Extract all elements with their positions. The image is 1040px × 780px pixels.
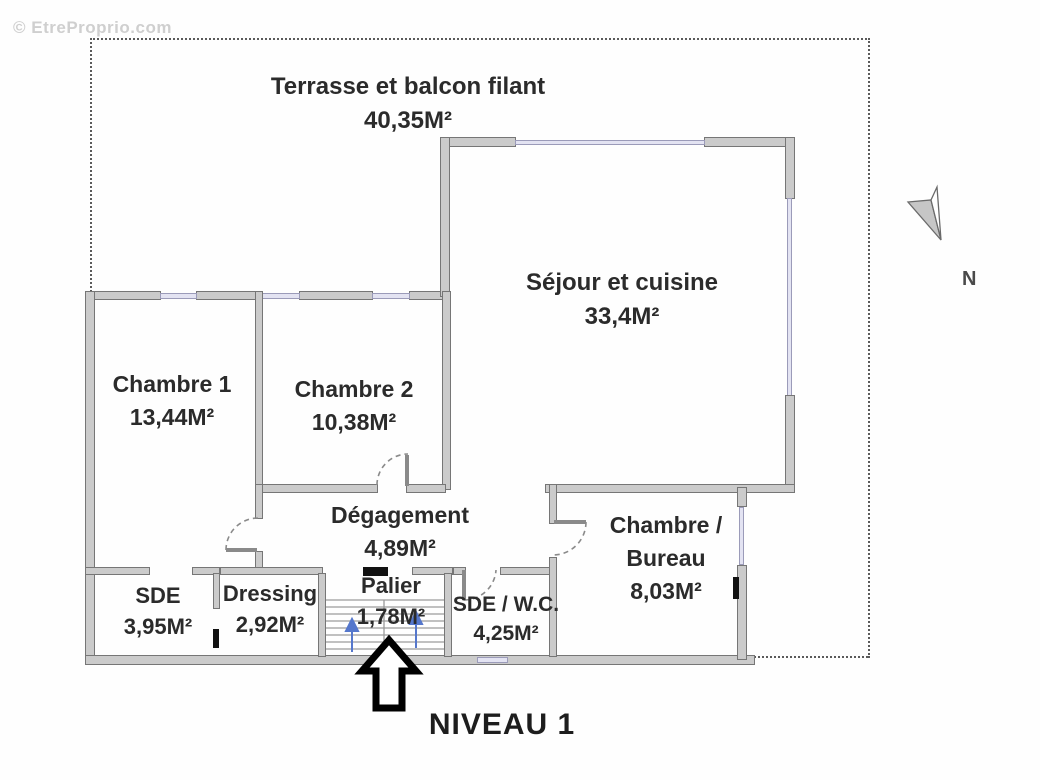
north-label: N <box>962 268 977 290</box>
room-label-terrasse: Terrasse et balcon filant 40,35M² <box>271 70 545 138</box>
room-label-sde-wc: SDE / W.C. 4,25M² <box>453 590 559 648</box>
interior-wall <box>545 484 795 493</box>
room-name: Séjour et cuisine <box>525 269 719 296</box>
room-area: 8,03M² <box>630 578 702 604</box>
window-segment <box>739 507 744 565</box>
room-name: SDE / W.C. <box>452 593 560 616</box>
room-area: 3,95M² <box>123 614 193 639</box>
interior-wall <box>318 573 326 657</box>
door-leaf <box>405 455 409 486</box>
room-area: 13,44M² <box>129 404 215 430</box>
exterior-wall <box>85 655 755 665</box>
door-swing-arc <box>376 453 409 486</box>
door-leaf-mark <box>213 629 219 648</box>
interior-wall <box>406 484 446 493</box>
terrace-boundary-top <box>90 38 870 40</box>
terrace-boundary-bottom <box>750 656 868 658</box>
room-area: 10,38M² <box>311 409 397 435</box>
interior-wall <box>192 567 220 575</box>
room-area: 2,92M² <box>235 612 305 637</box>
level-title: NIVEAU 1 <box>428 708 576 741</box>
room-label-chambre1: Chambre 1 13,44M² <box>113 368 232 434</box>
interior-wall <box>412 567 453 575</box>
room-label-sde: SDE 3,95M² <box>124 580 192 642</box>
exterior-wall <box>737 487 747 507</box>
stair-edge-bar <box>363 567 388 576</box>
door-swing-arc <box>552 521 587 556</box>
window-segment <box>160 293 197 299</box>
room-name: Palier <box>361 573 421 598</box>
interior-wall <box>220 567 323 575</box>
watermark-text: © EtreProprio.com <box>13 18 172 37</box>
door-swing-arc <box>225 517 259 551</box>
interior-wall <box>444 573 452 657</box>
terrace-boundary-left <box>90 38 92 292</box>
room-label-degagement: Dégagement 4,89M² <box>331 499 469 565</box>
stair-direction-arrow-icon <box>408 609 424 648</box>
room-name: Chambre 2 <box>294 376 414 402</box>
terrace-boundary-right <box>868 38 870 658</box>
window-segment <box>515 140 705 145</box>
door-leaf <box>226 548 257 552</box>
stair-direction-arrow-icon <box>344 616 360 652</box>
interior-wall <box>255 484 263 519</box>
room-name: SDE <box>135 583 181 608</box>
room-area: 33,4M² <box>584 303 660 330</box>
door-leaf-mark <box>733 577 739 599</box>
room-label-sejour: Séjour et cuisine 33,4M² <box>526 266 718 334</box>
room-label-chambre2: Chambre 2 10,38M² <box>295 373 414 439</box>
room-name: Chambre 1 <box>112 371 232 397</box>
window-segment <box>477 657 508 663</box>
north-arrow-icon <box>906 184 942 241</box>
exterior-wall <box>737 565 747 660</box>
window-segment <box>372 293 410 299</box>
room-name: Dressing <box>222 581 318 606</box>
room-label-chambre-bureau: Chambre / Bureau 8,03M² <box>610 509 722 608</box>
interior-wall <box>549 557 557 657</box>
interior-wall <box>549 484 557 524</box>
door-leaf <box>554 520 586 524</box>
room-name: Dégagement <box>330 502 470 528</box>
interior-wall <box>213 573 220 609</box>
room-name: Chambre / <box>609 512 723 538</box>
room-area: 4,25M² <box>473 622 539 645</box>
room-name: Bureau <box>626 545 706 571</box>
room-label-dressing: Dressing 2,92M² <box>223 578 317 640</box>
door-leaf <box>462 570 466 600</box>
room-area: 40,35M² <box>363 107 453 134</box>
entrance-arrow-icon <box>354 634 424 712</box>
room-area: 4,89M² <box>364 535 436 561</box>
room-name: Terrasse et balcon filant <box>270 73 546 100</box>
room-label-palier: Palier 1,78M² <box>357 570 425 632</box>
room-area: 1,78M² <box>356 604 426 629</box>
interior-wall <box>442 291 451 490</box>
interior-wall <box>85 567 150 575</box>
